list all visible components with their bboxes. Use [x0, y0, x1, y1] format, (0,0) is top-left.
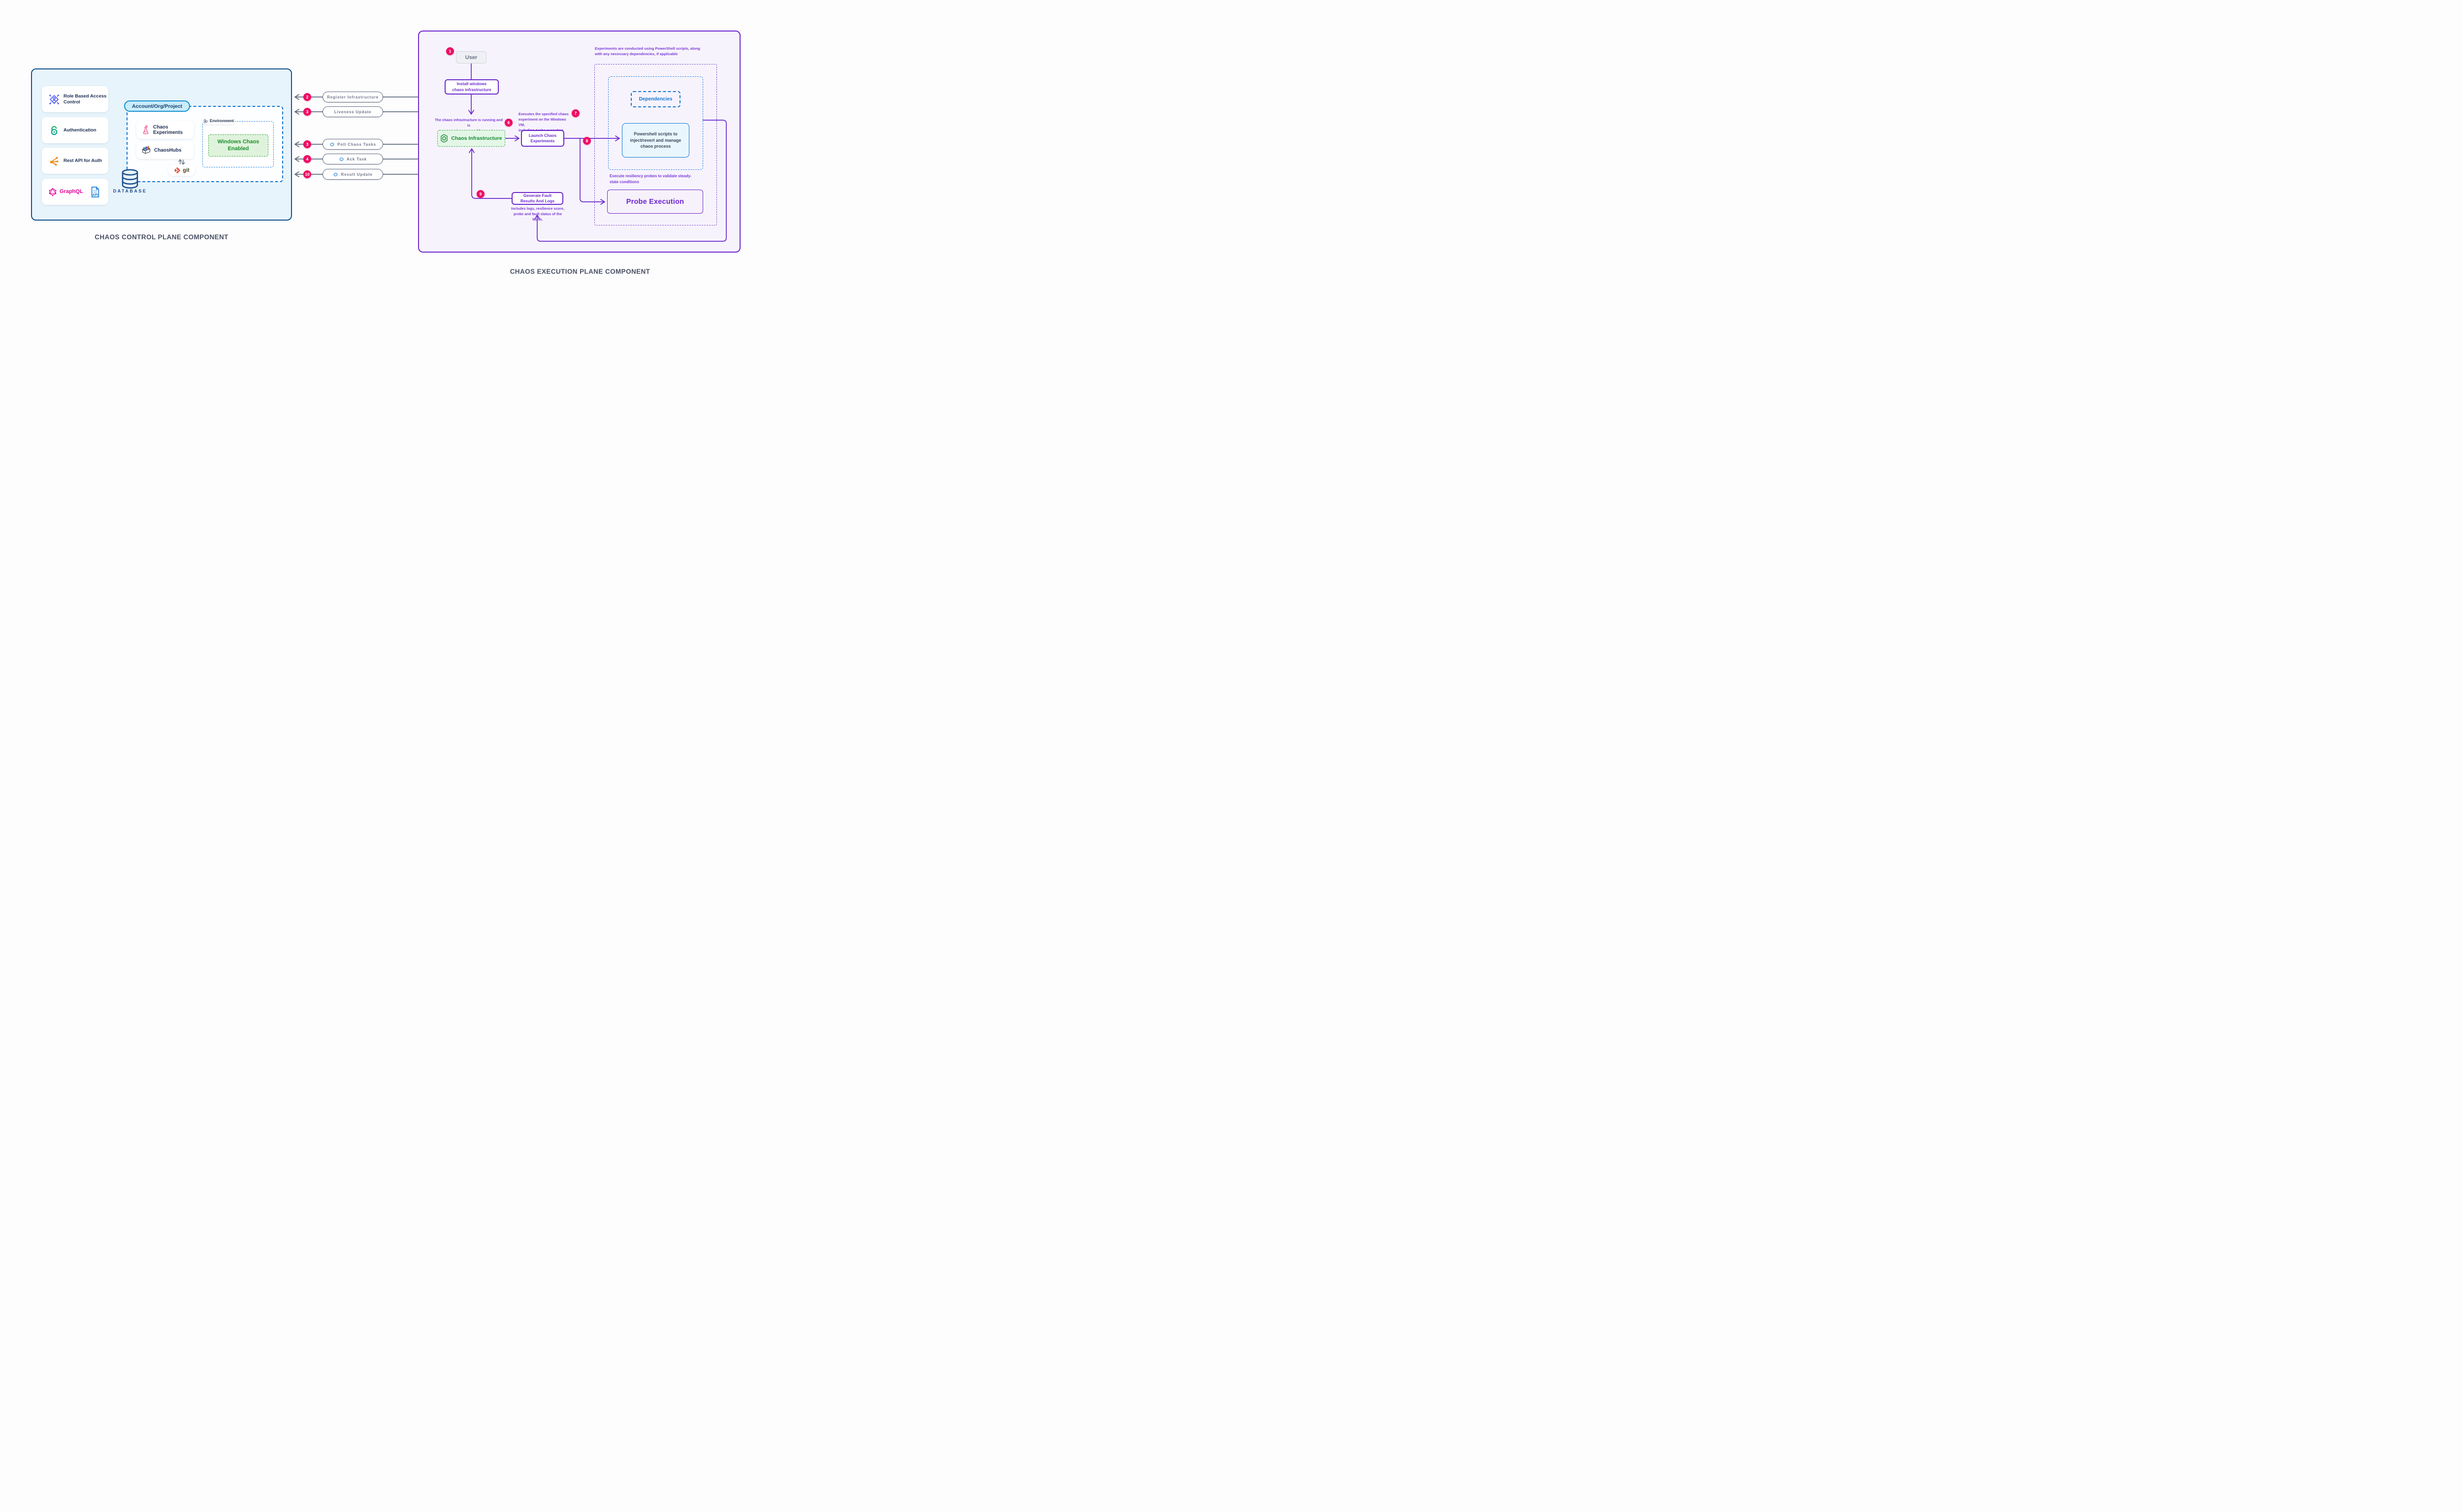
environment-hexagons-icon — [203, 119, 208, 123]
step-badge-1: 1 — [446, 47, 454, 55]
sync-icon — [333, 172, 338, 176]
register-infrastructure-pill: Register Infrastructure — [323, 92, 383, 102]
authentication-card: Authentication — [42, 117, 108, 143]
install-infrastructure-box: Install windows chaos infrastructure — [445, 79, 499, 95]
liveness-update-pill: Liveness Update — [323, 106, 383, 117]
user-box: User — [456, 51, 486, 64]
register-infrastructure-label: Register Infrastructure — [327, 95, 379, 99]
ack-task-label: Ack Task — [347, 157, 367, 161]
poll-chaos-tasks-pill: Poll Chaos Tasks — [323, 139, 383, 150]
step-badge-6: 6 — [505, 119, 513, 127]
flask-icon — [143, 125, 149, 134]
rbac-card: Role Based Access Control — [42, 86, 108, 112]
authentication-label: Authentication — [64, 127, 97, 133]
ack-task-pill: Ack Task — [323, 154, 383, 164]
step-badge-10: 10 — [303, 170, 311, 178]
step-badge-9: 9 — [477, 190, 485, 198]
rest-api-icon — [50, 157, 59, 165]
chaos-experiments-card: Chaos Experiments — [136, 121, 194, 139]
chaos-infrastructure-label: Chaos Infrastructure — [451, 135, 502, 141]
powershell-note: Experiments are conducted using PowerShe… — [595, 46, 700, 57]
includes-note: Includes logs, resilience score, probe a… — [511, 206, 564, 222]
step-badge-3b: 3 — [303, 140, 311, 148]
dependencies-box: Dependencies — [631, 91, 680, 107]
result-update-label: Result Update — [341, 172, 373, 177]
rbac-icon — [49, 94, 59, 104]
poll-chaos-tasks-label: Poll Chaos Tasks — [337, 142, 376, 147]
git-card: git — [168, 164, 195, 176]
probe-note: Execute resiliency probes to validate st… — [610, 174, 692, 184]
chaos-infrastructure-box: Chaos Infrastructure — [437, 130, 505, 147]
liveness-update-label: Liveness Update — [334, 109, 372, 114]
environment-pill: Environment — [202, 117, 235, 125]
probe-execution-box: Probe Execution — [607, 190, 703, 214]
chaoshubs-label: ChaosHubs — [154, 147, 182, 153]
rest-api-label: Rest API for Auth — [64, 158, 102, 163]
database-icon — [122, 169, 138, 189]
database-label: DATABASE — [113, 189, 147, 193]
chaoshubs-icon — [142, 146, 151, 154]
result-update-pill: Result Update — [323, 169, 383, 180]
powershell-scripts-box: Powershell scripts to inject/revert and … — [622, 123, 689, 158]
account-org-project-pill: Account/Org/Project — [124, 100, 190, 112]
execution-plane-title: CHAOS EXECUTION PLANE COMPONENT — [510, 268, 650, 275]
graphql-icon — [49, 188, 57, 196]
step-badge-3a: 3 — [303, 108, 311, 116]
step-badge-8: 8 — [583, 137, 591, 145]
git-label: git — [183, 167, 190, 173]
step-badge-2: 2 — [303, 93, 311, 101]
sync-icon — [330, 142, 334, 146]
api-doc-icon: API — [91, 186, 99, 197]
launch-chaos-experiments-box: Launch Chaos Experiments — [521, 130, 564, 147]
rbac-label: Role Based Access Control — [64, 94, 107, 105]
environment-label: Environment — [210, 119, 234, 123]
control-plane-title: CHAOS CONTROL PLANE COMPONENT — [95, 233, 228, 241]
step-badge-7: 7 — [572, 109, 580, 117]
auth-icon — [51, 126, 58, 135]
graphql-label: GraphQL — [60, 188, 83, 194]
chaos-infrastructure-icon — [441, 134, 448, 143]
chaoshubs-card: ChaosHubs — [136, 141, 194, 159]
chaos-experiments-label: Chaos Experiments — [153, 124, 183, 135]
generate-fault-results-box: Generate Fault Results And Logs — [512, 192, 563, 205]
chaos-architecture-diagram: Role Based Access Control Authentication — [0, 0, 772, 307]
api-doc-text: API — [92, 193, 98, 196]
git-icon — [174, 167, 180, 173]
graphql-card: GraphQL API — [42, 179, 108, 205]
rest-api-card: Rest API for Auth — [42, 148, 108, 174]
step-badge-4: 4 — [303, 155, 311, 163]
windows-chaos-enabled-box: Windows Chaos Enabled — [208, 134, 268, 157]
sync-icon — [339, 157, 344, 161]
